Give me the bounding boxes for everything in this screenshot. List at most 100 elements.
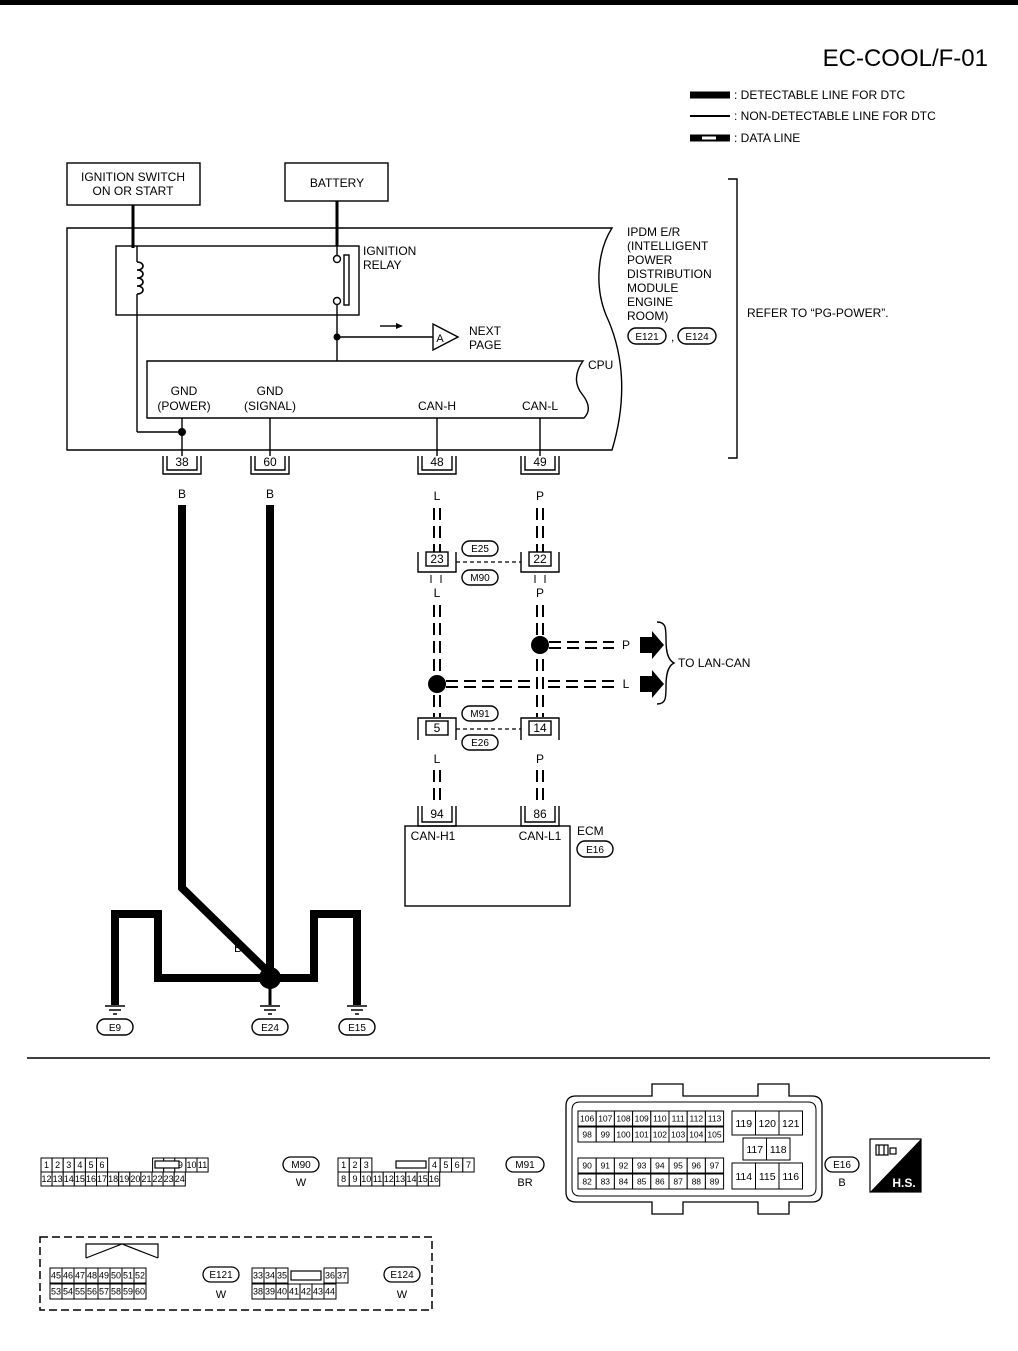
e16-pin-116 — [778, 1162, 803, 1190]
wire-color-5: L — [434, 752, 441, 766]
m91-tag-label: M91 — [515, 1160, 535, 1171]
m90-pin-13-label: 13 — [53, 1174, 63, 1184]
cpu-canh-label: CAN-H — [418, 399, 456, 413]
e16-pin-90-label: 90 — [582, 1161, 592, 1171]
m91-tag — [505, 1156, 545, 1173]
e16-pin-82-label: 82 — [582, 1177, 592, 1187]
next-page-line2: PAGE — [469, 338, 501, 352]
e124-tag — [383, 1266, 421, 1283]
legend-nondetectable-text: : NON-DETECTABLE LINE FOR DTC — [734, 109, 936, 123]
m90-color: W — [296, 1177, 307, 1189]
m90-pin-10-label: 10 — [186, 1160, 196, 1170]
e16-pin-118 — [766, 1137, 791, 1161]
e16-pin-87-label: 87 — [673, 1177, 683, 1187]
e124-color: W — [397, 1289, 408, 1301]
e16-pin-89-label: 89 — [710, 1177, 720, 1187]
m91-pin-16-label: 16 — [429, 1174, 439, 1184]
m90-pin-2-label: 2 — [55, 1160, 60, 1170]
e16-pin-108-label: 108 — [616, 1114, 630, 1124]
harness-side-badge: H.S. — [869, 1138, 922, 1193]
e121-pin-46-label: 46 — [63, 1271, 73, 1281]
cpu-gnd-signal-1: GND — [257, 384, 284, 398]
e124-pin-42-label: 42 — [301, 1287, 311, 1297]
e121-pin-47-label: 47 — [75, 1271, 85, 1281]
e124-pin-43-label: 43 — [313, 1287, 323, 1297]
ipdm-line3: POWER — [627, 253, 673, 267]
pin-60-label: 60 — [263, 455, 277, 469]
cpu-gnd-signal-2: (SIGNAL) — [244, 399, 296, 413]
ipdm-line5: MODULE — [627, 281, 678, 295]
cpu-box — [146, 360, 589, 419]
e16-pin-85-label: 85 — [637, 1177, 647, 1187]
e16-pin-102-label: 102 — [653, 1130, 667, 1140]
e124-tag-label: E124 — [390, 1270, 414, 1281]
m90-pin-11 — [196, 1157, 209, 1173]
wire-color-e24: B — [266, 941, 274, 955]
m91-pin-6-label: 6 — [455, 1160, 460, 1170]
e121-pin-60 — [133, 1283, 147, 1300]
e16-pin-106-label: 106 — [580, 1114, 594, 1124]
refer-pg-power: REFER TO “PG-POWER”. — [747, 306, 889, 320]
e16-pin-114-label: 114 — [735, 1171, 752, 1183]
m90-pin-19-label: 19 — [119, 1174, 129, 1184]
ecm-label: ECM — [577, 824, 604, 838]
connector-tag-e26 — [461, 734, 499, 751]
e121-pin-48-label: 48 — [87, 1271, 97, 1281]
e16-pin-97-label: 97 — [710, 1161, 720, 1171]
battery-label: BATTERY — [310, 176, 364, 190]
next-page-arrow — [432, 322, 460, 352]
m90-pin-22-label: 22 — [153, 1174, 163, 1184]
pin-38: 38 — [162, 455, 202, 475]
ground-tag-e24 — [251, 1018, 289, 1036]
wire-color-60: B — [266, 487, 274, 501]
m90-pin-11-label: 11 — [198, 1160, 207, 1170]
pin-48-label: 48 — [430, 455, 444, 469]
ground-symbol-e15-icon — [347, 1005, 367, 1015]
pin-23: 23 — [417, 551, 457, 573]
e16-pin-119-label: 119 — [735, 1118, 752, 1130]
m91-pin-11-label: 11 — [373, 1174, 382, 1184]
connector-tag-e16 — [576, 840, 614, 858]
e121-pin-60-label: 60 — [135, 1287, 145, 1297]
e16-pin-99-label: 99 — [601, 1130, 611, 1140]
e16-pin-86-label: 86 — [655, 1177, 665, 1187]
pin-14: 14 — [520, 717, 560, 740]
e16-pin-117-label: 117 — [746, 1144, 763, 1156]
ipdm-line4: DISTRIBUTION — [627, 267, 712, 281]
e16-pin-118-label: 118 — [770, 1144, 787, 1156]
connector-tag-e124 — [677, 327, 717, 345]
e16-color: B — [838, 1177, 845, 1189]
e121-tag-label: E121 — [209, 1270, 233, 1281]
e16-pin-105 — [704, 1126, 725, 1143]
ignition-switch-line2: ON OR START — [93, 184, 175, 198]
connector-tag-e121 — [627, 327, 667, 345]
m90-pin-4-label: 4 — [77, 1160, 82, 1170]
m91-pin-12-label: 12 — [384, 1174, 394, 1184]
e16-pin-98-label: 98 — [582, 1130, 592, 1140]
connector-face-m90: 123456789101112131415161718192021222324M… — [40, 1156, 320, 1189]
ground-tag-e15 — [338, 1018, 376, 1036]
e16-pin-101-label: 101 — [635, 1130, 649, 1140]
connector-tag-m91-label: M91 — [470, 709, 490, 720]
lan-can-brace — [656, 621, 676, 705]
legend: : DETECTABLE LINE FOR DTC : NON-DETECTAB… — [690, 88, 936, 145]
e16-pin-95-label: 95 — [673, 1161, 683, 1171]
wire-color-49: P — [536, 489, 544, 503]
pin-94: 94 — [417, 806, 457, 827]
e121-pin-52 — [133, 1267, 147, 1284]
e16-pin-111-label: 111 — [672, 1114, 685, 1124]
pin-5-label: 5 — [434, 721, 441, 735]
m90-pin-23-label: 23 — [164, 1174, 174, 1184]
connector-tag-e16-label: E16 — [586, 845, 604, 856]
e16-pin-120-label: 120 — [758, 1118, 776, 1130]
legend-dataline-text: : DATA LINE — [734, 131, 800, 145]
ground-tag-e24-label: E24 — [261, 1023, 279, 1034]
e16-pin-113 — [704, 1110, 725, 1127]
e124-pin-35 — [275, 1267, 289, 1284]
e16-pin-92-label: 92 — [619, 1161, 629, 1171]
m90-pin-15-label: 15 — [75, 1174, 85, 1184]
e121-pin-58-label: 58 — [111, 1287, 121, 1297]
e121-pin-53-label: 53 — [51, 1287, 61, 1297]
